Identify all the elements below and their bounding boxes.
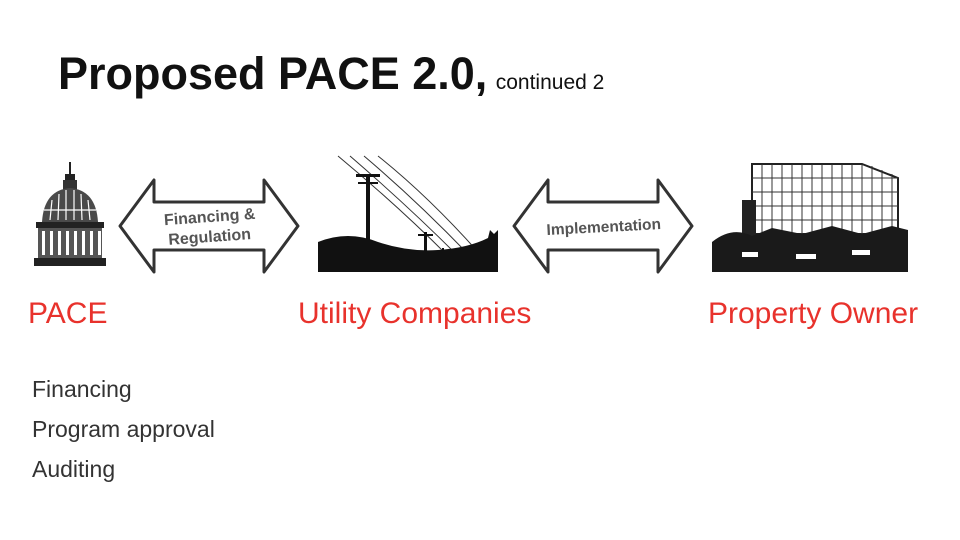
title-main: Proposed PACE 2.0, [58,48,488,99]
office-building-icon [712,163,908,272]
implementation-arrow: Implementation [512,178,694,274]
label-property-owner: Property Owner [708,297,919,330]
label-utility-companies: Utility Companies [298,297,532,330]
financing-regulation-arrow: Financing & Regulation [118,178,300,274]
slide-title: Proposed PACE 2.0, continued 2 [58,48,604,100]
arrow-label-line1: Financing & [163,206,256,229]
utility-poles-icon [318,155,498,272]
pace-responsibilities-list: Financing Program approval Auditing [32,372,215,492]
arrow-label: Implementation [546,216,661,239]
label-pace: PACE [28,297,108,330]
list-item: Financing [32,376,132,402]
arrow-label-line2: Regulation [168,226,252,249]
capitol-dome-icon [34,162,106,266]
list-item: Auditing [32,456,116,482]
title-subtitle: continued 2 [495,71,605,94]
list-item: Program approval [32,416,215,442]
